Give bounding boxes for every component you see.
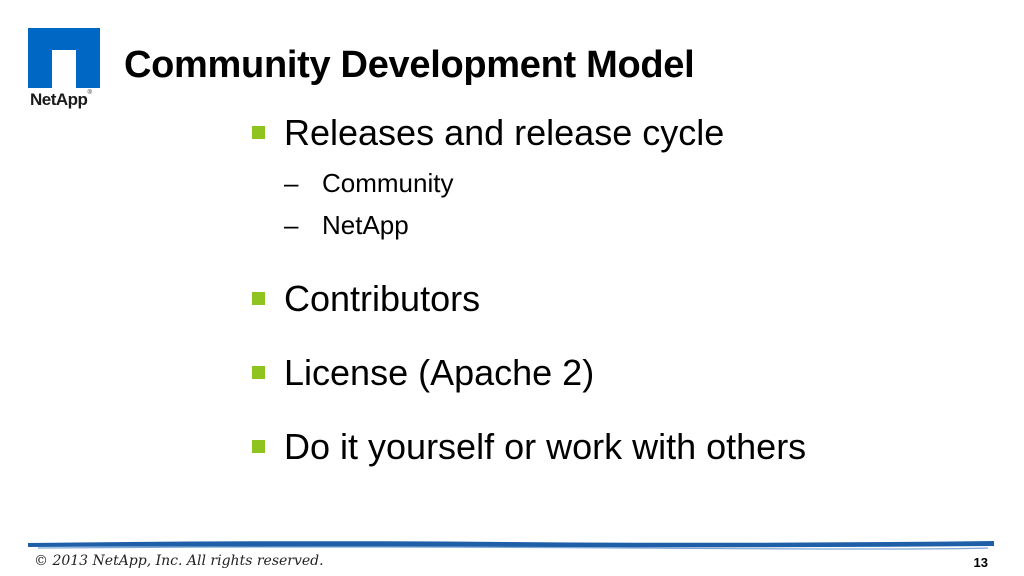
- sub-bullet-text: Community: [322, 168, 454, 198]
- green-square-bullet-icon: [252, 292, 265, 305]
- registered-mark: ®: [87, 90, 92, 96]
- bullet-item: Contributors: [252, 278, 806, 352]
- copyright-notice: © 2013 NetApp, Inc. All rights reserved.: [34, 553, 324, 569]
- dash-bullet: –: [284, 210, 299, 240]
- green-square-bullet-icon: [252, 126, 265, 139]
- footer-divider: [28, 541, 994, 550]
- green-square-bullet-icon: [252, 440, 265, 453]
- logo-wordmark-text: NetApp: [30, 90, 88, 109]
- netapp-logo: NetApp®: [28, 28, 110, 118]
- bullet-item: Do it yourself or work with others: [252, 426, 806, 470]
- green-square-bullet-icon: [252, 366, 265, 379]
- sub-bullet-item: – Community: [252, 160, 806, 206]
- bullet-item: Releases and release cycle: [252, 112, 806, 156]
- dash-bullet: –: [284, 168, 299, 198]
- page-number: 13: [973, 555, 988, 570]
- bullet-text: License (Apache 2): [284, 352, 595, 393]
- bullet-text: Do it yourself or work with others: [284, 426, 807, 467]
- bullet-item: License (Apache 2): [252, 352, 806, 426]
- sub-bullet-text: NetApp: [322, 210, 409, 240]
- slide-title: Community Development Model: [124, 44, 695, 86]
- bullet-text: Contributors: [284, 278, 481, 319]
- bullet-list: Releases and release cycle – Community –…: [252, 112, 806, 470]
- bullet-text: Releases and release cycle: [284, 112, 725, 153]
- netapp-logo-icon: [28, 28, 100, 88]
- logo-wordmark: NetApp®: [30, 90, 92, 110]
- sub-bullet-item: – NetApp: [252, 206, 806, 256]
